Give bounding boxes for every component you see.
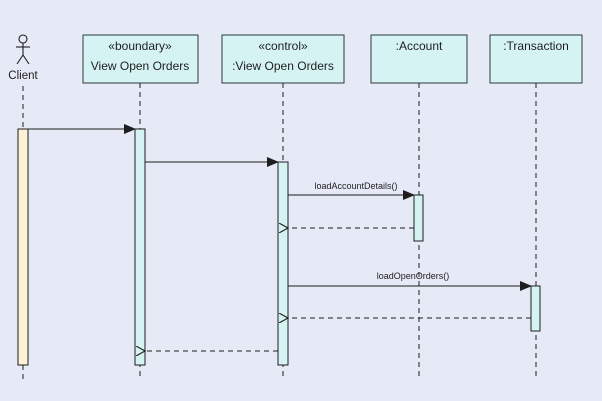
actor-label: Client (8, 70, 38, 82)
lifeline-box-transaction[interactable]: :Transaction (489, 34, 583, 84)
lifeline-name: :Transaction (503, 39, 569, 53)
message-label-load-open-orders: loadOpenOrders() (377, 271, 450, 281)
actor-client[interactable]: Client (8, 34, 39, 82)
lifeline-name: :View Open Orders (232, 59, 334, 73)
lifeline-stereotype: «control» (258, 39, 308, 53)
lifeline-box-account[interactable]: :Account (370, 34, 468, 84)
activation-boundary[interactable] (134, 128, 146, 366)
activation-control[interactable] (277, 161, 289, 366)
lifeline-box-control[interactable]: «control» :View Open Orders (221, 34, 345, 84)
activation-client[interactable] (17, 128, 29, 366)
lifeline-box-boundary[interactable]: «boundary» View Open Orders (82, 34, 199, 84)
lifeline-stereotype: «boundary» (108, 39, 172, 53)
activation-account[interactable] (413, 194, 424, 242)
lifeline-name: View Open Orders (91, 59, 190, 73)
lifeline-name: :Account (396, 39, 443, 53)
stick-figure-icon (16, 34, 30, 65)
activation-transaction[interactable] (530, 285, 541, 332)
message-label-load-account-details: loadAccountDetails() (314, 181, 397, 191)
